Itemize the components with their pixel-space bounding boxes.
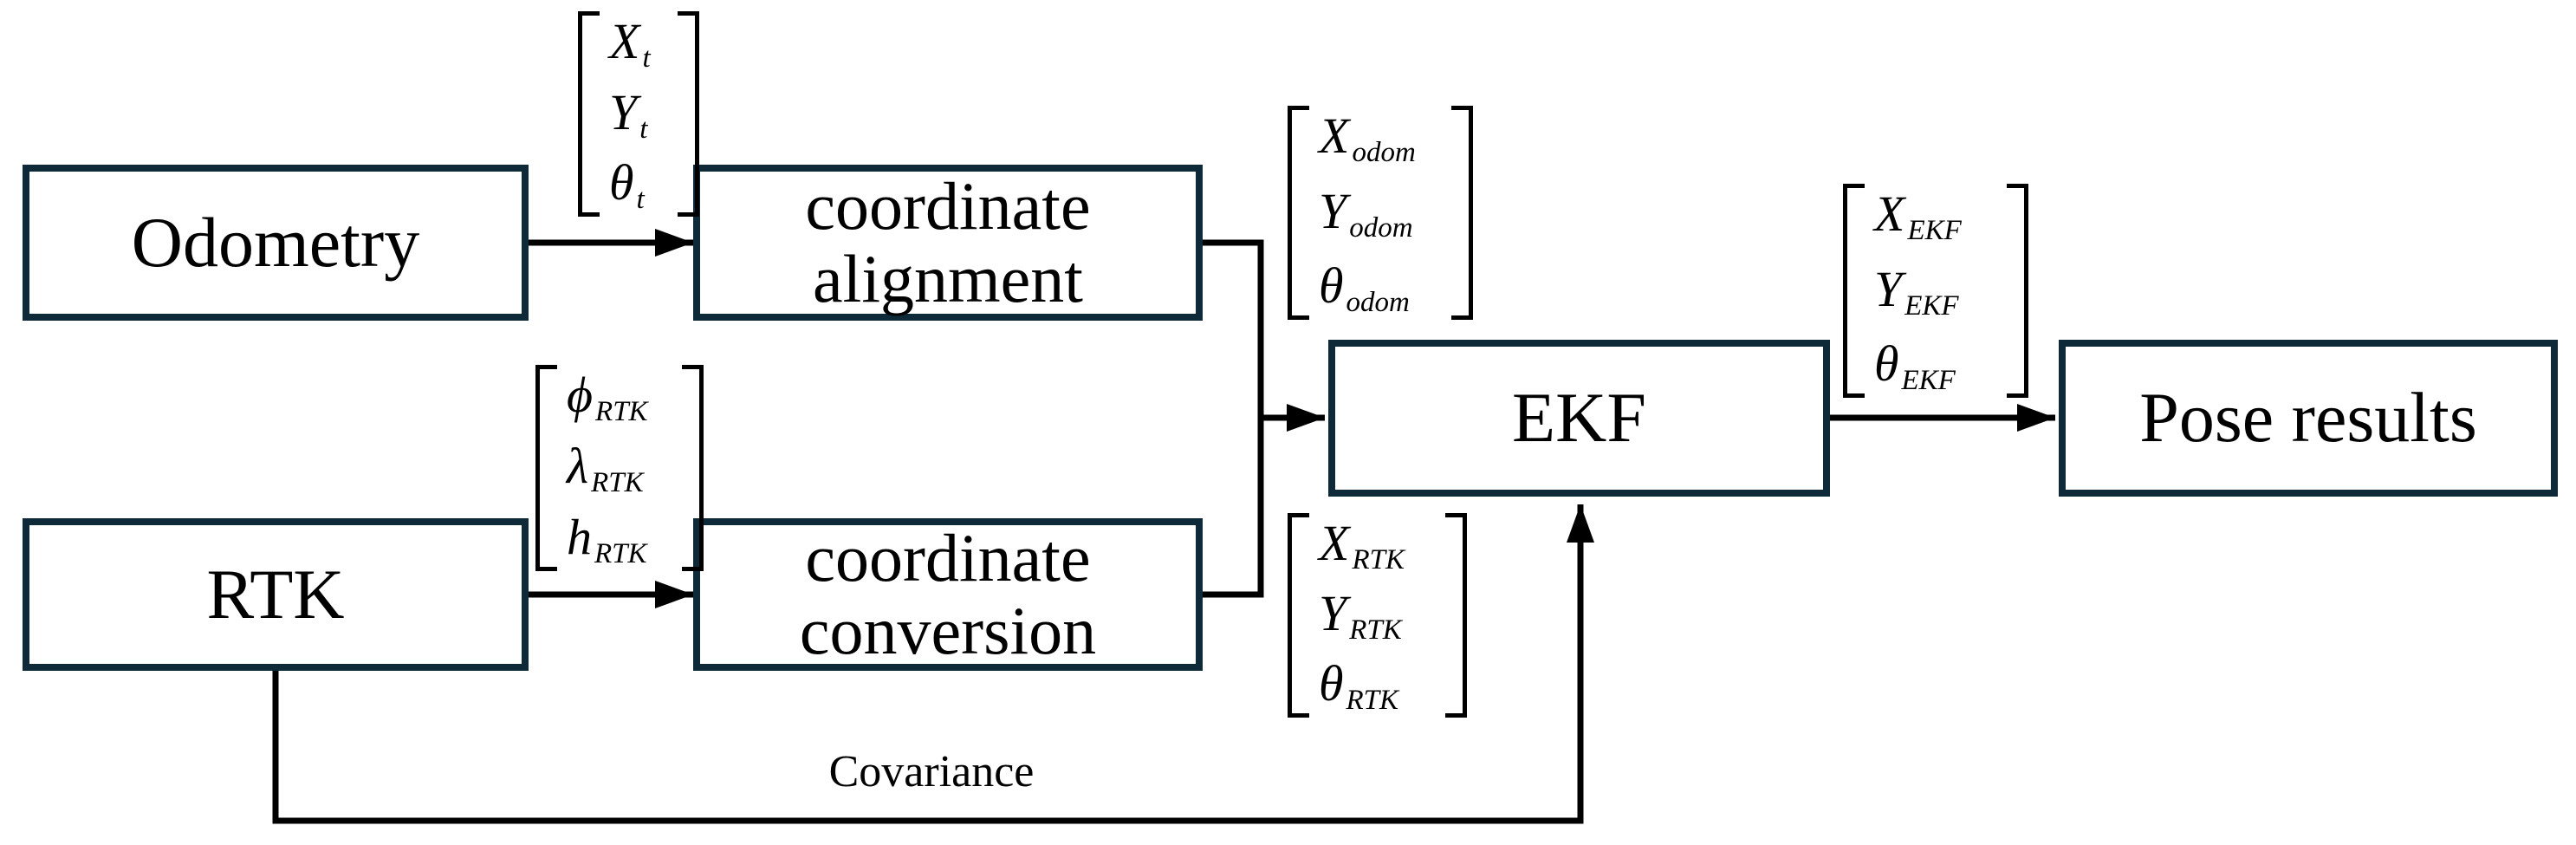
matrix-subscript: t bbox=[639, 113, 648, 145]
rtk-box: RTK bbox=[23, 518, 529, 671]
matrix-symbol: X bbox=[609, 13, 640, 69]
matrix-subscript: odom bbox=[1346, 287, 1410, 318]
matrix-symbol: Y bbox=[1874, 260, 1903, 317]
coordinate-conversion-line1: coordinate bbox=[805, 519, 1091, 595]
covariance-label: Covariance bbox=[828, 747, 1035, 796]
matrix-subscript: RTK bbox=[594, 538, 647, 569]
matrix-symbol: θ bbox=[609, 154, 634, 211]
coordinate-alignment-box: coordinate alignment bbox=[693, 165, 1203, 321]
matrix-subscript: RTK bbox=[1346, 685, 1399, 716]
matrix-symbol: ϕ bbox=[567, 367, 594, 423]
odometry-box: Odometry bbox=[23, 165, 529, 321]
coordinate-conversion-line2: conversion bbox=[799, 593, 1097, 668]
ekf-box: EKF bbox=[1328, 340, 1830, 497]
matrix-symbol: θ bbox=[1874, 335, 1899, 392]
bracket-left-icon bbox=[1288, 106, 1309, 320]
connector-alignment-conversion-merge bbox=[1199, 239, 1264, 598]
bracket-right-icon bbox=[1451, 106, 1473, 320]
matrix-symbol: Y bbox=[609, 83, 638, 140]
matrix-subscript: RTK bbox=[1352, 544, 1405, 575]
matrix-subscript: EKF bbox=[1904, 289, 1959, 322]
matrix-symbol: Y bbox=[1319, 182, 1347, 239]
rtk-label: RTK bbox=[206, 554, 345, 634]
pose-results-label: Pose results bbox=[2139, 378, 2477, 458]
matrix-subscript: RTK bbox=[591, 467, 644, 498]
bracket-left-icon bbox=[1288, 513, 1309, 718]
matrix-symbol: θ bbox=[1319, 257, 1344, 314]
bracket-right-icon bbox=[678, 11, 699, 217]
coordinate-conversion-box: coordinate conversion bbox=[693, 518, 1203, 671]
matrix-subscript: odom bbox=[1352, 137, 1416, 168]
bracket-left-icon bbox=[1843, 184, 1865, 398]
matrix-symbol: X bbox=[1319, 107, 1350, 164]
ekf-label: EKF bbox=[1512, 378, 1646, 458]
bracket-left-icon bbox=[578, 11, 600, 217]
matrix-subscript: RTK bbox=[1349, 614, 1402, 646]
matrix-symbol: X bbox=[1319, 515, 1350, 571]
matrix-symbol: λ bbox=[567, 438, 589, 494]
coordinate-alignment-line1: coordinate bbox=[805, 167, 1091, 244]
bracket-right-icon bbox=[2007, 184, 2028, 398]
matrix-symbol: h bbox=[567, 509, 592, 565]
coordinate-alignment-label: coordinate alignment bbox=[805, 167, 1091, 316]
odometry-label: Odometry bbox=[131, 202, 420, 282]
bracket-right-icon bbox=[682, 365, 704, 571]
matrix-symbol: Y bbox=[1319, 585, 1347, 641]
matrix-subscript: t bbox=[636, 184, 645, 215]
matrix-subscript: t bbox=[642, 42, 651, 74]
matrix-subscript: odom bbox=[1349, 211, 1413, 244]
matrix-subscript: EKF bbox=[1907, 215, 1962, 246]
matrix-subscript: RTK bbox=[595, 396, 648, 427]
coordinate-alignment-line2: alignment bbox=[813, 241, 1083, 316]
coordinate-conversion-label: coordinate conversion bbox=[799, 519, 1097, 668]
matrix-subscript: EKF bbox=[1901, 365, 1956, 396]
matrix-symbol: X bbox=[1874, 185, 1905, 242]
matrix-symbol: θ bbox=[1319, 655, 1344, 712]
bracket-left-icon bbox=[535, 365, 557, 571]
bracket-right-icon bbox=[1445, 513, 1467, 718]
pose-results-box: Pose results bbox=[2059, 340, 2558, 497]
